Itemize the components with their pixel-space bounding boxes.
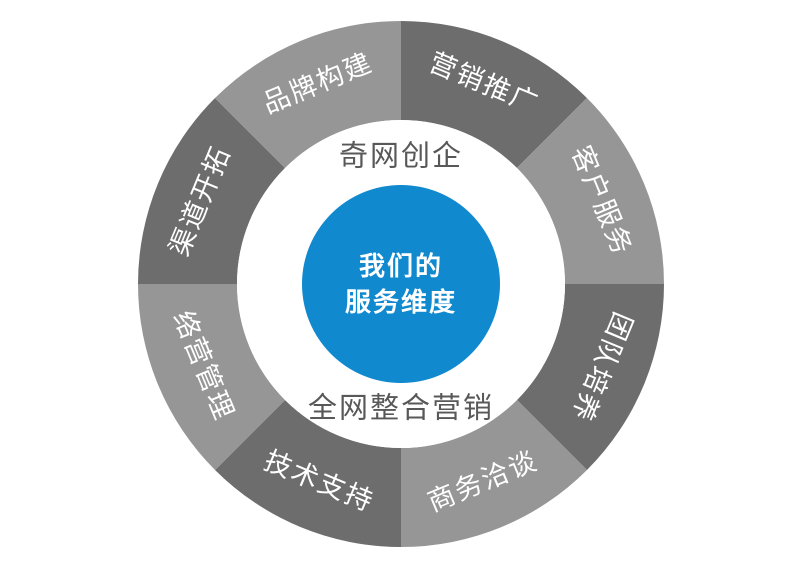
core-blue-circle[interactable] xyxy=(302,185,500,383)
wheel-segment[interactable] xyxy=(138,98,286,284)
caption-bottom: 全网整合营销 xyxy=(308,392,494,425)
wheel-segment[interactable] xyxy=(401,399,587,547)
core-text-line-1: 我们的 xyxy=(359,251,443,281)
core-text-line-2: 服务维度 xyxy=(345,287,457,317)
wheel-segment[interactable] xyxy=(215,21,401,169)
caption-top: 奇网创企 xyxy=(339,140,463,173)
wheel-segment[interactable] xyxy=(138,284,286,470)
wheel-segment[interactable] xyxy=(401,21,587,169)
wheel-segment[interactable] xyxy=(516,284,664,470)
wheel-segment[interactable] xyxy=(215,399,401,547)
wheel-segment[interactable] xyxy=(516,98,664,284)
